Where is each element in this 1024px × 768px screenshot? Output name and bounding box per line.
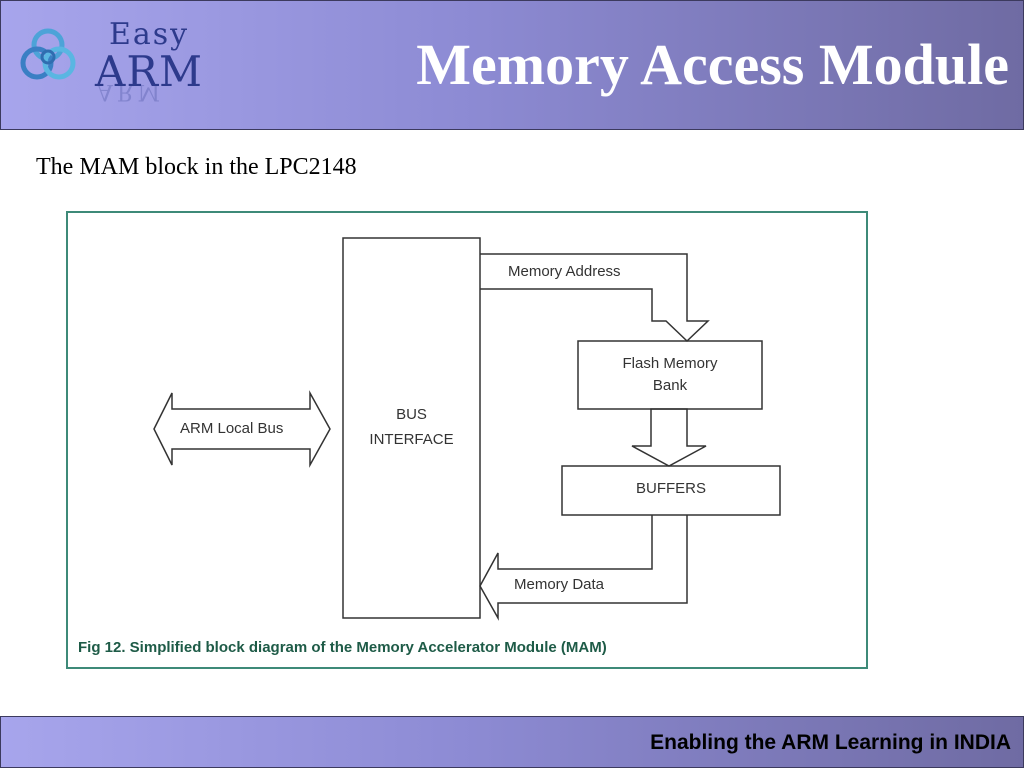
flash-memory-label-line2: Bank xyxy=(652,377,688,394)
flash-memory-bank-block xyxy=(577,340,763,410)
buffers-block xyxy=(561,465,781,516)
bus-interface-label-line1: BUS xyxy=(396,406,427,423)
logo-reflection: ARM xyxy=(97,79,164,104)
logo-knot-icon xyxy=(20,28,76,80)
memory-data-arrow xyxy=(479,515,688,621)
buffers-label: BUFFERS xyxy=(635,480,706,497)
flash-to-buffers-arrow xyxy=(631,408,707,467)
memory-address-arrow xyxy=(480,253,710,343)
footer-tagline: Enabling the ARM Learning in INDIA xyxy=(650,731,1011,754)
memory-address-label: Memory Address xyxy=(508,263,621,280)
slide-subtitle: The MAM block in the LPC2148 xyxy=(36,154,357,180)
memory-data-label: Memory Data xyxy=(514,576,605,593)
flash-memory-label-line1: Flash Memory xyxy=(622,355,718,372)
logo-word-easy: Easy xyxy=(109,17,190,52)
bus-interface-label-line2: INTERFACE xyxy=(369,431,454,448)
mam-block-diagram: BUS INTERFACE Flash Memory Bank BUFFERS … xyxy=(66,211,868,669)
header-bar: Easy ARM ARM Memory Access Module xyxy=(0,0,1024,130)
logo-word-arm: ARM xyxy=(95,47,203,96)
diagram-canvas xyxy=(153,237,781,621)
bus-interface-block xyxy=(342,237,481,619)
page-title: Memory Access Module xyxy=(416,32,1009,97)
figure-caption: Fig 12. Simplified block diagram of the … xyxy=(78,639,607,656)
arm-local-bus-arrow xyxy=(153,390,331,468)
footer-bar: Enabling the ARM Learning in INDIA xyxy=(0,716,1024,768)
arm-local-bus-label: ARM Local Bus xyxy=(180,420,284,437)
